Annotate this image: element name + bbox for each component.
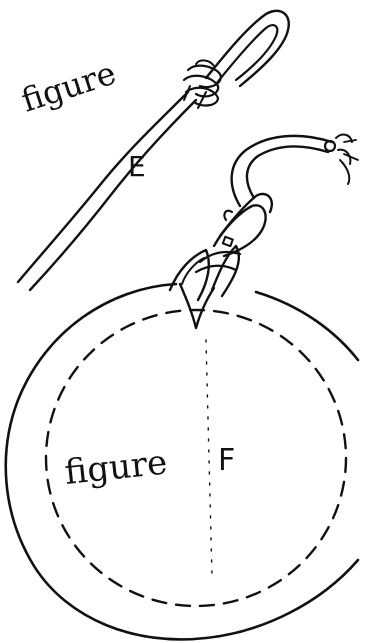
cord-f-strand-b — [247, 146, 328, 198]
knot-f — [170, 194, 272, 300]
figure-f-letter-label: F — [218, 443, 235, 478]
rope-e-strand-outer — [18, 92, 188, 282]
figure-f-word-label: figure — [63, 442, 169, 493]
disc-notch — [180, 284, 214, 328]
cord-f-end — [325, 135, 358, 184]
figure-e-letter-label: E — [128, 150, 146, 183]
figure-e: figure E — [17, 11, 289, 290]
figure-f: figure F — [6, 135, 358, 640]
figure-e-word-label: figure — [17, 54, 121, 120]
disc-outline-top — [256, 292, 358, 360]
rope-e-strand-inner — [30, 100, 196, 290]
centre-guide-line — [206, 340, 212, 576]
rope-e-loop — [206, 11, 289, 86]
disc-outline — [6, 284, 358, 639]
